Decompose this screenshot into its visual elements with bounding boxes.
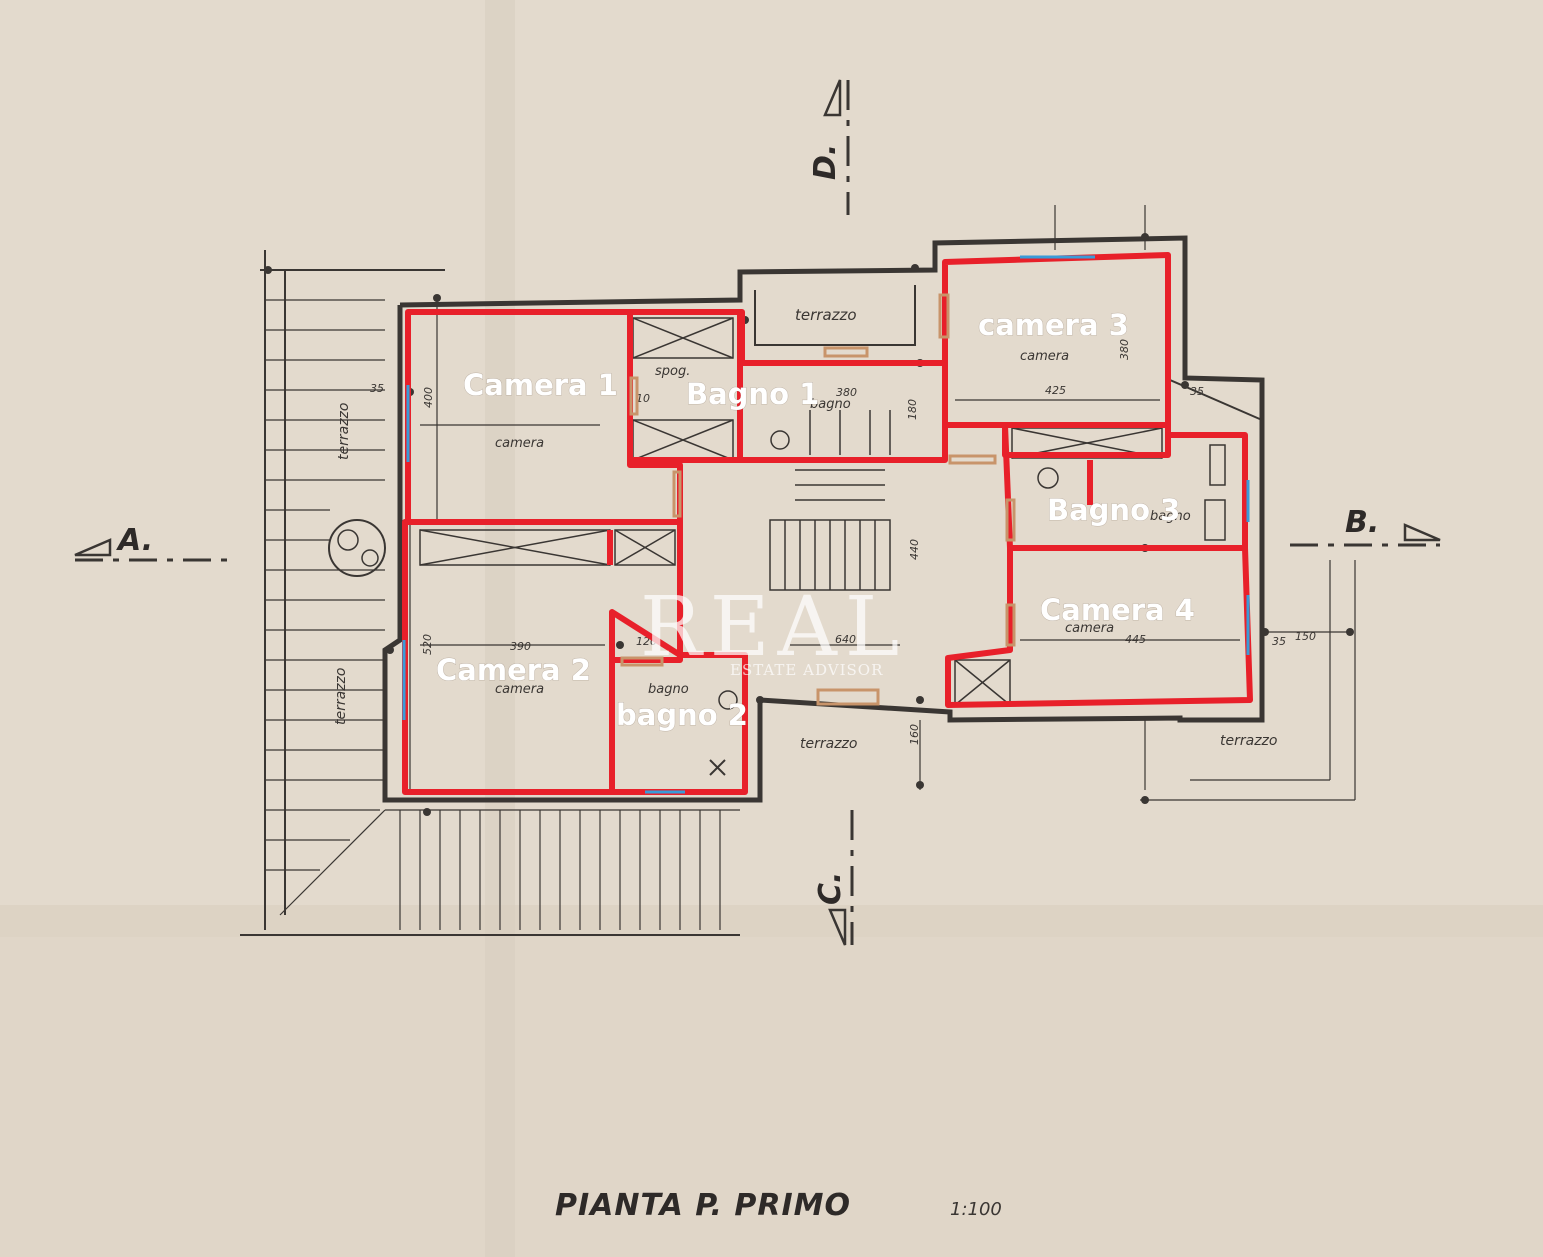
plan-scale: 1:100 — [950, 1199, 1002, 1220]
watermark: REAL ESTATE ADVISOR — [640, 580, 907, 679]
windows — [402, 255, 1250, 794]
dim-0: 35 — [370, 382, 384, 395]
bagno-handwritten-1: bagno — [810, 397, 851, 412]
room-labels: Camera 1 Bagno 1 camera 3 Bagno 3 Camera… — [436, 308, 1196, 733]
dim-3: 180 — [906, 399, 919, 420]
dim-11: 640 — [835, 633, 856, 646]
original-ink-plan — [74, 79, 1441, 946]
dim-15: 160 — [908, 724, 921, 745]
camera-handwritten-1: camera — [495, 436, 544, 451]
spog-handwritten: spog. — [655, 364, 690, 379]
handwritten-annotations: terrazzo terrazzo terrazzo terrazzo terr… — [333, 306, 1316, 752]
terrazzo-right-label: terrazzo — [1220, 733, 1277, 749]
dim-14: 35 — [1272, 635, 1286, 648]
doors — [620, 293, 1016, 706]
dim-8: 520 — [421, 634, 434, 655]
dim-13: 150 — [1295, 630, 1316, 643]
dim-1: 400 — [422, 387, 435, 408]
section-marker-c: C. — [813, 872, 848, 905]
dim-5: 380 — [1118, 339, 1131, 360]
section-markers: A. B. C. D. — [116, 144, 1379, 905]
terrazzo-left-bottom-label: terrazzo — [333, 668, 349, 725]
dim-2: 380 — [836, 386, 857, 399]
camera-handwritten-2: camera — [495, 682, 544, 697]
watermark-main: REAL — [640, 580, 907, 675]
room-label-camera-4: Camera 4 — [1040, 593, 1195, 627]
camera-handwritten-3: camera — [1020, 349, 1069, 364]
room-outline-camera-1 — [405, 309, 683, 525]
dim-9: 390 — [510, 640, 531, 653]
terrazzo-top-label: terrazzo — [795, 306, 857, 324]
room-label-camera-2: Camera 2 — [436, 653, 591, 687]
dim-7: 440 — [908, 539, 921, 560]
bagno-handwritten-3: bagno — [1150, 509, 1191, 524]
room-label-camera-3: camera 3 — [978, 308, 1129, 342]
room-label-camera-1: Camera 1 — [463, 368, 618, 402]
section-marker-a: A. — [116, 523, 153, 558]
room-label-bagno-2: bagno 2 — [616, 698, 748, 732]
plan-title-block: PIANTA P. PRIMO 1:100 — [555, 1188, 1002, 1223]
room-label-bagno-3: Bagno 3 — [1047, 493, 1180, 527]
terrazzo-bottom-label: terrazzo — [800, 736, 857, 752]
section-marker-d: D. — [808, 144, 843, 180]
room-label-bagno-1: Bagno 1 — [686, 377, 819, 411]
dim-6: 10 — [636, 392, 650, 405]
room-highlights — [402, 252, 1253, 795]
camera-handwritten-4: camera — [1065, 621, 1114, 636]
plan-title: PIANTA P. PRIMO — [555, 1188, 851, 1223]
bagno-handwritten-2: bagno — [648, 682, 689, 697]
section-marker-b: B. — [1345, 505, 1379, 540]
room-outline-bagno-3 — [1002, 422, 1248, 551]
room-outline-camera-4 — [945, 545, 1253, 708]
dim-4: 425 — [1045, 384, 1066, 397]
dim-16: 35 — [1190, 385, 1204, 398]
watermark-sub: ESTATE ADVISOR — [730, 661, 883, 679]
dim-12: 445 — [1125, 633, 1146, 646]
terrazzo-left-top-label: terrazzo — [336, 403, 352, 460]
room-outline-bagno-2 — [609, 609, 748, 795]
